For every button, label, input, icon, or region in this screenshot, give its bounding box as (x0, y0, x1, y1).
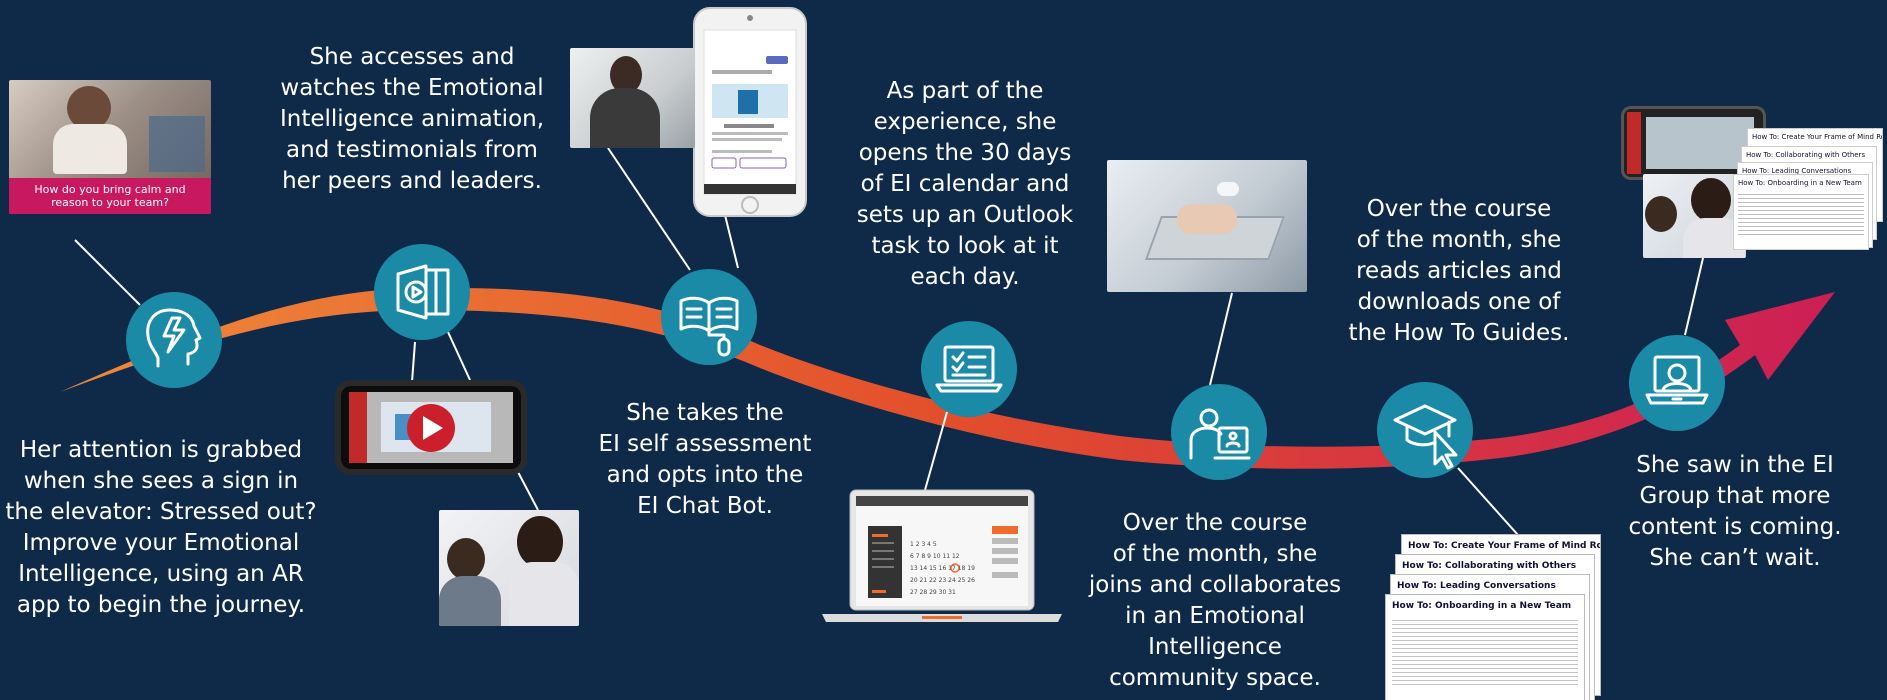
step-node-2[interactable] (374, 244, 470, 340)
woman-curly-hair (1691, 178, 1731, 222)
svg-text:1 2 3 4 5: 1 2 3 4 5 (910, 541, 937, 548)
connector-line (411, 341, 416, 383)
connector-line (517, 471, 539, 511)
guide-title: How To: Create Your Frame of Mind Routin… (1408, 541, 1600, 551)
guide-title: How To: Create Your Frame of Mind Routin… (1752, 133, 1882, 141)
guide-sheet: How To: Onboarding in a New Team (1733, 174, 1869, 250)
connector-line (924, 411, 948, 491)
step-3-caption: She takes the EI self assessment and opt… (598, 400, 812, 519)
woman-shoulders (590, 88, 660, 148)
step-5-caption: Over the course of the month, she joins … (1088, 510, 1342, 691)
chat-bubble-icon (1217, 182, 1239, 196)
guide-sheet: How To: Onboarding in a New Team (1385, 594, 1585, 700)
connector-line (447, 331, 471, 381)
woman-curly-hair (517, 516, 563, 568)
step-node-7[interactable] (1629, 335, 1725, 431)
video-sidebar (1627, 112, 1641, 174)
two-women-photo (1643, 174, 1746, 258)
laptop-typing-photo (1107, 160, 1307, 292)
step-4-caption: As part of the experience, she opens the… (856, 78, 1074, 290)
right-guide-stack: How To: Create Your Frame of Mind Routin… (1733, 128, 1883, 250)
window-light (149, 116, 205, 172)
woman-head-2 (447, 538, 485, 580)
connector-line (607, 147, 691, 271)
laptop-user-icon (1645, 355, 1709, 405)
connector-line (724, 214, 739, 269)
phone-chat-bot (693, 7, 807, 217)
head-lightning-icon (146, 308, 202, 368)
guide-title: How To: Onboarding in a New Team (1392, 601, 1572, 611)
woman-white-top (509, 562, 579, 626)
typing-hands (1177, 204, 1237, 234)
guide-title: How To: Collaborating with Others (1402, 561, 1577, 571)
person-presentation-icon (1189, 408, 1251, 460)
elevator-sign-text: How do you bring calm and reason to your… (9, 178, 211, 214)
step-node-5[interactable] (1171, 384, 1267, 480)
video-screen (1646, 117, 1754, 169)
colleagues-photo (439, 510, 579, 626)
guide-title: How To: Leading Conversations (1742, 167, 1852, 175)
connector-line (74, 239, 141, 306)
node-circle (921, 321, 1017, 417)
guide-title: How To: Collaborating with Others (1746, 151, 1866, 159)
woman-body (53, 124, 127, 174)
step-2-caption: She accesses and watches the Emotional I… (279, 44, 545, 194)
step-1-caption: Her attention is grabbed when she sees a… (5, 437, 317, 618)
woman-head (610, 56, 642, 94)
phone-video (335, 380, 527, 475)
connector-lines (74, 147, 1704, 536)
video-player-icon (396, 264, 450, 320)
woman-body-2 (439, 576, 501, 626)
step-6-caption: Over the course of the month, she reads … (1348, 196, 1570, 346)
elevator-sign-photo: How do you bring calm and reason to your… (9, 80, 211, 214)
how-to-guides-stack: How To: Create Your Frame of Mind Routin… (1385, 534, 1601, 700)
node-circle (1377, 382, 1473, 478)
guide-title: How To: Onboarding in a New Team (1738, 179, 1862, 187)
svg-text:6 7 8 9 10 11 12: 6 7 8 9 10 11 12 (910, 553, 960, 560)
woman-head-2 (1645, 196, 1677, 232)
svg-text:27 28 29 30 31: 27 28 29 30 31 (910, 589, 956, 596)
step-node-1[interactable] (126, 292, 222, 388)
connector-line (1684, 257, 1704, 336)
svg-text:13 14 15 16 17 18 19: 13 14 15 16 17 18 19 (910, 565, 975, 572)
step-node-3[interactable] (661, 269, 757, 365)
laptop-calendar: 1 2 3 4 5 6 7 8 9 10 11 12 13 14 15 16 1… (822, 489, 1062, 622)
woman-thinking-photo (570, 48, 695, 148)
step-7-caption: She saw in the EI Group that more conten… (1628, 452, 1842, 571)
svg-text:20 21 22 23 24 25 26: 20 21 22 23 24 25 26 (910, 577, 975, 584)
woman-figure (67, 86, 111, 130)
laptop-checklist-icon (935, 345, 1003, 393)
connector-line (1457, 467, 1519, 536)
graduation-cap-cursor-icon (1393, 404, 1458, 470)
step-node-6[interactable] (1377, 382, 1473, 478)
guide-title: How To: Leading Conversations (1397, 581, 1556, 591)
open-book-mouse-icon (679, 296, 739, 357)
connector-line (1209, 292, 1233, 386)
step-node-4[interactable] (921, 321, 1017, 417)
